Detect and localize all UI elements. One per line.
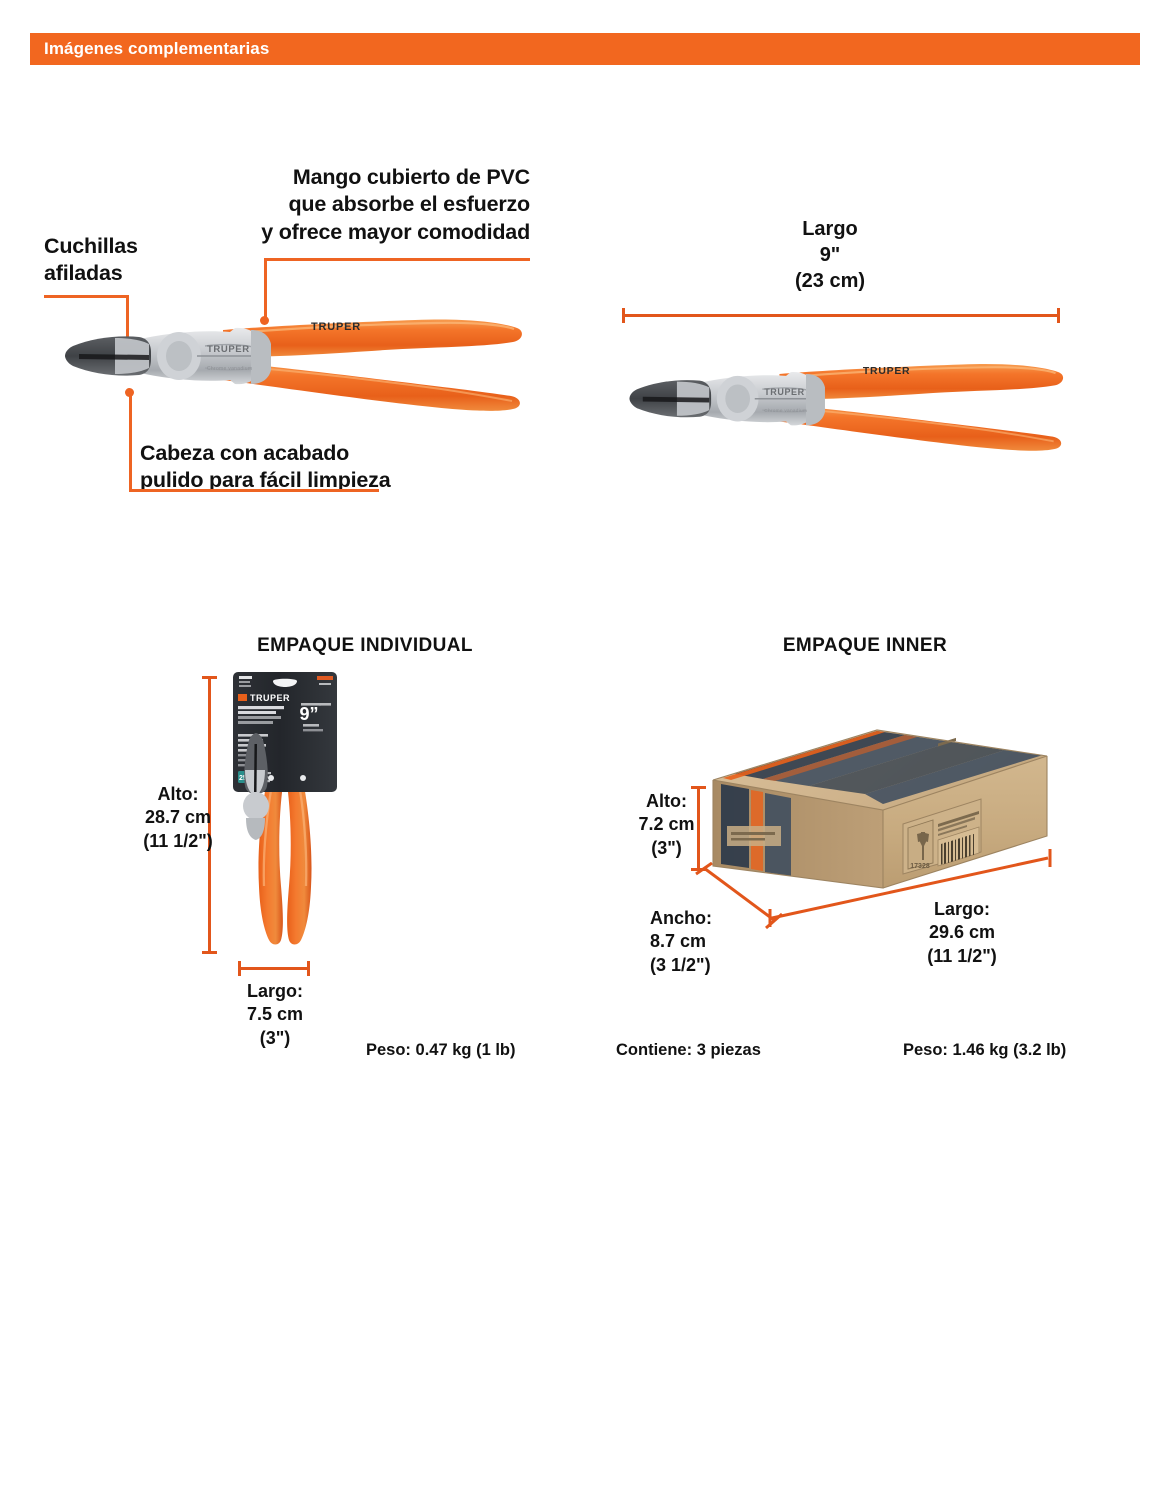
individual-largo-imperial: (3") <box>259 1027 291 1048</box>
leader-line-mango-vertical <box>264 258 267 320</box>
inner-largo-metric: 29.6 cm <box>928 922 996 943</box>
svg-text:TRUPER: TRUPER <box>311 321 361 333</box>
individual-weight-value: 0.47 kg (1 lb) <box>415 1041 516 1059</box>
inner-carton-illustration: 17328 <box>705 718 1055 918</box>
feature-label-cabeza: Cabeza con acabado pulido para fácil lim… <box>140 440 470 495</box>
individual-alto-dimension-line <box>202 676 217 954</box>
individual-alto-imperial: (11 1/2") <box>143 830 213 851</box>
individual-weight: Peso: 0.47 kg (1 lb) <box>366 1041 515 1060</box>
leader-line-cabeza-underline <box>129 489 379 492</box>
inner-ancho-label: Ancho: 8.7 cm (3 1/2") <box>650 907 770 977</box>
inner-largo-imperial: (11 1/2") <box>927 945 997 966</box>
inner-weight-value: 1.46 kg (3.2 lb) <box>952 1041 1067 1059</box>
inner-largo-label: Largo: 29.6 cm (11 1/2") <box>862 898 1062 968</box>
inner-ancho-name: Ancho: <box>650 908 712 928</box>
svg-text:TRUPER: TRUPER <box>207 344 250 355</box>
leader-line-mango-underline <box>264 258 530 261</box>
tool-length-name: Largo <box>802 218 858 240</box>
leader-dot-cabeza <box>125 388 134 397</box>
section-header-title: Imágenes complementarias <box>44 39 270 58</box>
pliers-illustration-right: TRUPER Chrome vanadium TRUPER <box>620 345 1066 460</box>
leader-line-cuchillas-underline <box>44 295 129 298</box>
feature-mango-line2: que absorbe el esfuerzo <box>288 192 530 217</box>
feature-label-cuchillas: Cuchillas afiladas <box>44 233 274 288</box>
inner-weight-label: Peso: <box>903 1041 948 1059</box>
inner-weight: Peso: 1.46 kg (3.2 lb) <box>903 1041 1066 1060</box>
inner-ancho-metric: 8.7 cm <box>650 931 707 952</box>
feature-cabeza-line2: pulido para fácil limpieza <box>140 468 391 493</box>
feature-cuchillas-line1: Cuchillas <box>44 234 138 258</box>
inner-contains: Contiene: 3 piezas <box>616 1041 761 1060</box>
package-heading-individual: EMPAQUE INDIVIDUAL <box>257 635 473 656</box>
svg-text:TRUPER: TRUPER <box>250 693 290 703</box>
feature-cuchillas-line2: afiladas <box>44 261 123 286</box>
tool-length-cm: (23 cm) <box>794 270 866 292</box>
inner-contains-value: 3 piezas <box>696 1041 761 1059</box>
individual-weight-label: Peso: <box>366 1041 411 1059</box>
feature-mango-line1: Mango cubierto de PVC <box>292 165 530 189</box>
inner-alto-imperial: (3") <box>651 837 682 858</box>
inner-contains-label: Contiene: <box>616 1041 693 1059</box>
feature-cabeza-line1: Cabeza con acabado <box>140 441 350 465</box>
inner-alto-label: Alto: 7.2 cm (3") <box>614 790 719 860</box>
pliers-illustration-left: TRUPER Chrome vanadium TRUPER <box>55 300 525 420</box>
svg-text:9”: 9” <box>299 704 318 724</box>
inner-largo-name: Largo: <box>934 899 990 919</box>
svg-text:Chrome vanadium: Chrome vanadium <box>207 366 252 372</box>
leader-dot-mango <box>260 316 269 325</box>
package-heading-inner: EMPAQUE INNER <box>782 635 948 656</box>
individual-alto-name: Alto: <box>157 784 199 804</box>
carton-product-code: 17328 <box>910 863 930 870</box>
inner-alto-dimension-line <box>691 786 706 871</box>
leader-line-cabeza-vertical <box>129 392 132 492</box>
svg-text:TRUPER: TRUPER <box>764 387 804 397</box>
tool-length-dimension-line <box>622 308 1060 323</box>
individual-largo-dimension-line <box>238 961 310 976</box>
individual-largo-label: Largo: 7.5 cm (3") <box>205 980 345 1050</box>
individual-alto-metric: 28.7 cm <box>144 807 212 828</box>
blister-package-illustration: TRUPER 9” 25% <box>231 672 339 957</box>
svg-text:Chrome vanadium: Chrome vanadium <box>764 408 807 414</box>
section-header: Imágenes complementarias <box>30 33 1140 65</box>
inner-largo-dimension-line <box>760 848 1060 928</box>
tool-length-label: Largo 9" (23 cm) <box>700 216 960 294</box>
individual-alto-label: Alto: 28.7 cm (11 1/2") <box>118 783 238 853</box>
feature-mango-line3: y ofrece mayor comodidad <box>261 219 530 244</box>
inner-alto-metric: 7.2 cm <box>638 814 695 835</box>
feature-label-mango: Mango cubierto de PVC que absorbe el esf… <box>230 164 530 246</box>
tool-length-inch: 9" <box>819 244 841 266</box>
inner-ancho-imperial: (3 1/2") <box>650 954 711 975</box>
leader-line-cuchillas-vertical <box>126 295 129 352</box>
svg-text:TRUPER: TRUPER <box>863 366 910 377</box>
individual-largo-metric: 7.5 cm <box>246 1004 304 1025</box>
individual-largo-name: Largo: <box>247 981 303 1001</box>
inner-alto-name: Alto: <box>646 791 687 811</box>
